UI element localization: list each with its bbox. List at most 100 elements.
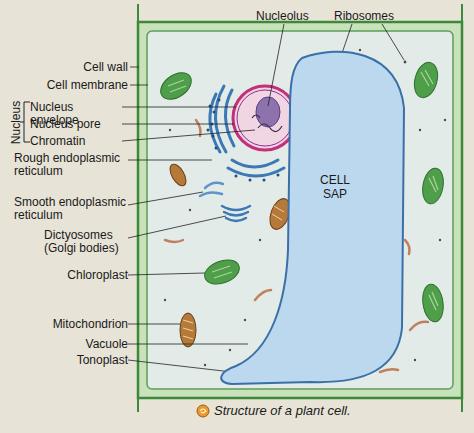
golgi-body-part <box>222 206 250 210</box>
chloroplast-grana-part <box>429 176 438 192</box>
smooth-er-part <box>200 192 222 196</box>
er-tubule-part <box>165 240 183 242</box>
leader-line-part <box>128 360 232 372</box>
part-label: Ribosomes <box>334 10 414 23</box>
part-label: Smooth endoplasmic reticulum <box>14 196 130 222</box>
caption-icon-part <box>197 405 209 417</box>
mitochondrion-part <box>180 313 196 347</box>
chloroplast-part <box>420 167 446 206</box>
rough-er-ribosomes-part <box>213 111 216 114</box>
ribosome-part <box>444 119 446 121</box>
part-label: Rough endoplasmic reticulum <box>14 152 130 178</box>
er-tubule-part <box>405 240 410 254</box>
leader-line-part <box>128 192 203 205</box>
mitochondrion-cristae <box>183 206 284 339</box>
leader-line-part <box>268 24 284 106</box>
caption-icon-part <box>200 409 206 413</box>
rough-er-ribosomes-part <box>263 179 266 182</box>
mitochondrion-cristae-part <box>183 320 193 339</box>
rough-er-ribosomes-part <box>215 147 218 150</box>
golgi-body-part <box>224 212 248 216</box>
ribosome-part <box>189 209 191 211</box>
chloroplast-grana-part <box>429 292 438 310</box>
nucleus-part <box>256 97 280 127</box>
ribosome-part <box>169 129 171 131</box>
leader-line-part <box>128 273 205 275</box>
golgi-body-part <box>226 218 246 221</box>
part-label: Cell membrane <box>30 79 128 92</box>
chloroplast-part <box>201 256 242 289</box>
part-label: Cell wall <box>40 61 128 74</box>
ribosome-part <box>414 359 416 361</box>
rough-er-part <box>232 160 278 167</box>
cell-membrane <box>147 31 453 389</box>
leader-line-part <box>122 130 255 141</box>
rough-er-ribosomes-part <box>249 179 252 182</box>
leader-line-part <box>382 24 404 60</box>
ribosome-part <box>359 49 361 51</box>
chloroplast-part <box>420 283 445 323</box>
region-label: CELL SAP <box>310 173 360 201</box>
nucleus-part <box>233 86 297 150</box>
rough-er-ribosomes-part <box>212 135 215 138</box>
part-label: Nucleus pore <box>30 118 122 131</box>
nucleus-part <box>252 115 282 132</box>
part-label: Vacuole <box>40 338 128 351</box>
smooth-er <box>200 183 223 196</box>
vacuole: CELL SAP <box>215 45 410 390</box>
er-tubule-part <box>255 290 271 300</box>
leader-line-part <box>122 107 236 108</box>
mitochondrion-part <box>167 162 189 189</box>
leader-line-part <box>128 160 212 161</box>
rough-er-ribosomes-part <box>277 174 280 177</box>
smooth-er-part <box>205 183 223 188</box>
part-label: Dictyosomes (Golgi bodies) <box>44 229 130 255</box>
rough-er-ribosomes-part <box>218 99 221 102</box>
leader-line-part <box>128 216 226 238</box>
figure-caption: Structure of a plant cell. <box>214 403 351 418</box>
cell-wall-part <box>138 22 462 398</box>
caption-icon <box>197 405 209 417</box>
tonoplast <box>221 52 404 384</box>
ribosome-part <box>259 239 261 241</box>
nucleus <box>233 86 297 150</box>
cell-membrane-part <box>147 31 453 389</box>
chloroplast-grana-part <box>421 70 433 86</box>
leader-line-part <box>122 124 234 125</box>
mitochondrion-cristae-part <box>272 206 284 220</box>
ribosome-part <box>439 239 441 241</box>
chloroplast-part <box>156 67 196 105</box>
leader-line-part <box>130 67 139 68</box>
nucleus-bracket-part <box>24 102 30 142</box>
part-label: Mitochondrion <box>30 318 128 331</box>
leader-line-part <box>128 324 180 325</box>
vacuole-outline <box>215 45 410 390</box>
er-tubule-part <box>380 369 398 372</box>
rough-er-ribosomes-part <box>207 129 210 132</box>
chloroplast-grana-part <box>168 80 186 92</box>
rough-er-part <box>210 94 220 152</box>
ribosome-part <box>244 319 246 321</box>
golgi-body <box>222 206 250 221</box>
er-tubule-part <box>410 322 428 330</box>
rough-er-part <box>215 86 226 152</box>
ribosome-part <box>419 129 421 131</box>
ribosome-part <box>204 364 206 366</box>
cell-wall <box>138 4 462 412</box>
part-label: Tonoplast <box>40 354 128 367</box>
er-tubule-part <box>196 120 201 136</box>
ribosome-part <box>164 299 166 301</box>
leader-line-part <box>128 344 248 345</box>
rough-er-ribosomes-part <box>235 175 238 178</box>
leader-line-part <box>130 85 148 86</box>
ribosome-part <box>404 61 407 64</box>
chloroplast-grana-part <box>212 266 232 278</box>
part-label: Nucleolus <box>256 10 326 23</box>
chloroplast-part <box>411 60 442 100</box>
group-label: Nucleus <box>10 95 23 151</box>
part-label: Chromatin <box>30 135 122 148</box>
part-label: Chloroplast <box>40 269 128 282</box>
nucleus-part <box>237 90 293 146</box>
ribosome-part <box>229 349 231 351</box>
